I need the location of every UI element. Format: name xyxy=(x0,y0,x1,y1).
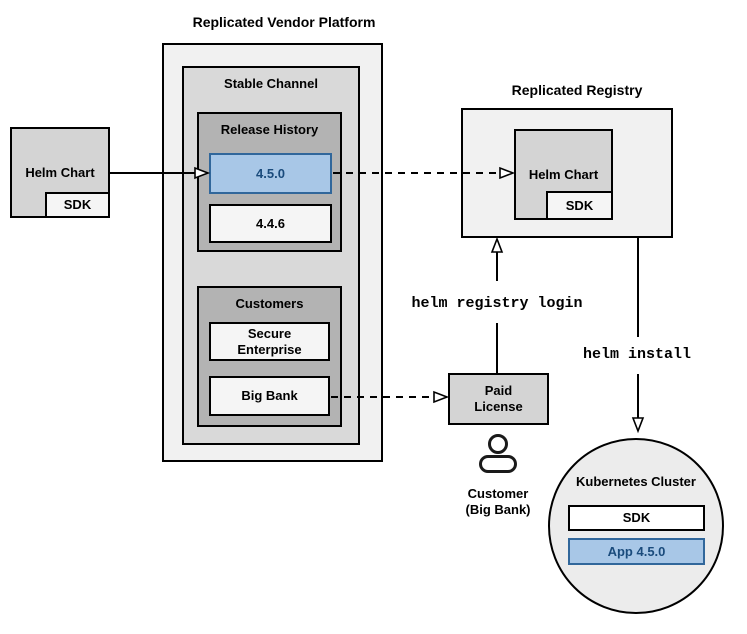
arrow-install-to-cluster xyxy=(631,238,645,434)
release-item-4-5-0: 4.5.0 xyxy=(209,153,332,194)
kubernetes-cluster-label: Kubernetes Cluster xyxy=(576,474,696,489)
stable-channel-label: Stable Channel xyxy=(224,76,318,91)
customers-label: Customers xyxy=(235,296,304,311)
customer-item-secure-enterprise: Secure Enterprise xyxy=(209,322,330,361)
paid-license-box: Paid License xyxy=(448,373,549,425)
customer-item-label: Secure Enterprise xyxy=(237,325,302,357)
customer-caption-line2: (Big Bank) xyxy=(465,502,531,517)
person-icon xyxy=(479,434,517,473)
paid-license-label: Paid License xyxy=(474,383,523,414)
vendor-sdk-box: SDK xyxy=(45,192,110,218)
customer-caption: Customer (Big Bank) xyxy=(428,486,568,518)
platform-title: Replicated Vendor Platform xyxy=(192,14,376,30)
helm-install-command: helm install xyxy=(582,346,692,363)
cluster-sdk-box: SDK xyxy=(568,505,705,531)
release-history-label: Release History xyxy=(220,122,319,137)
customer-caption-line1: Customer xyxy=(467,486,529,501)
registry-sdk-box: SDK xyxy=(546,191,613,220)
registry-title: Replicated Registry xyxy=(511,82,643,98)
cluster-app-box: App 4.5.0 xyxy=(568,538,705,565)
release-item-4-4-6: 4.4.6 xyxy=(209,204,332,243)
helm-registry-login-command: helm registry login xyxy=(411,295,583,312)
customer-item-big-bank: Big Bank xyxy=(209,376,330,416)
